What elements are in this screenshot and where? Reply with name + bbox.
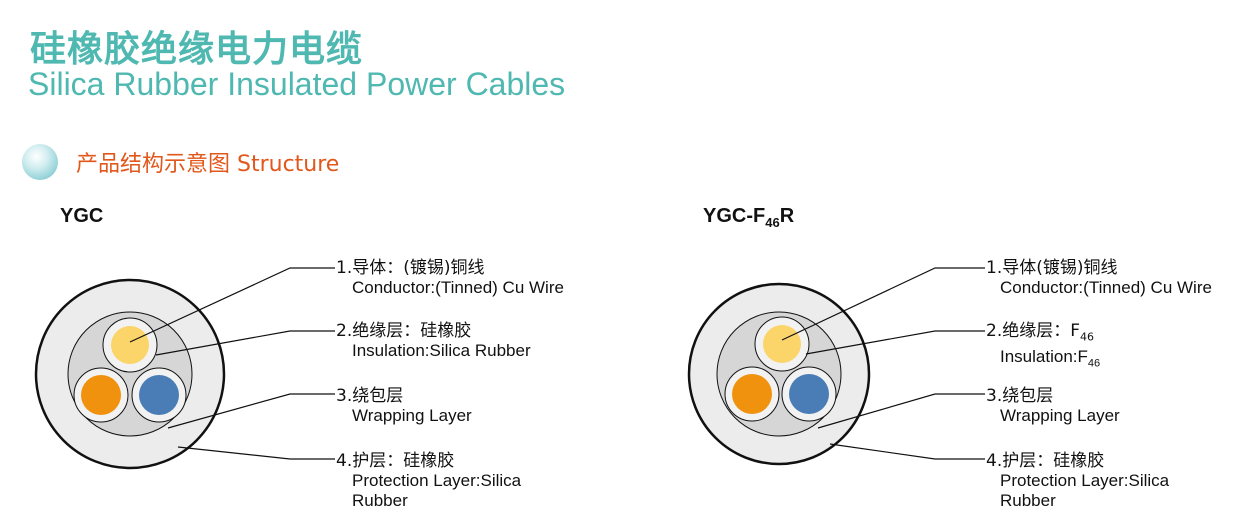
right-label-protection-en: Protection Layer:Silica — [1000, 471, 1170, 490]
right-leader-3 — [817, 393, 985, 429]
right-label-insulation: 2.绝缘层：F46 Insulation:F46 — [986, 321, 1100, 374]
right-leader-4 — [829, 443, 985, 460]
right-leader-2 — [805, 330, 985, 355]
right-label-wrapping-cn: 3.绕包层 — [986, 386, 1054, 406]
left-label-insulation: 2.绝缘层：硅橡胶 Insulation:Silica Rubber — [336, 321, 531, 361]
left-core-orange — [81, 375, 121, 415]
right-core-orange — [732, 374, 772, 414]
left-label-insulation-cn: 2.绝缘层：硅橡胶 — [336, 321, 472, 341]
left-leader-1 — [129, 267, 335, 343]
left-label-insulation-en: Insulation:Silica Rubber — [352, 341, 531, 360]
left-leader-2 — [155, 330, 335, 356]
right-label-protection-cn: 4.护层：硅橡胶 — [986, 451, 1105, 471]
left-label-protection: 4.护层：硅橡胶 Protection Layer:Silica Rubber — [336, 451, 521, 511]
left-label-conductor: 1.导体：(镀锡)铜线 Conductor:(Tinned) Cu Wire — [336, 258, 564, 298]
right-leader-1 — [781, 267, 985, 341]
right-label-insulation-cn: 2.绝缘层：F46 — [986, 321, 1094, 344]
left-core-blue — [139, 375, 179, 415]
model-ygc-f46r: YGC-F46R — [703, 205, 795, 230]
right-label-wrapping-en: Wrapping Layer — [1000, 406, 1120, 425]
right-label-wrapping: 3.绕包层 Wrapping Layer — [986, 386, 1120, 426]
right-core-yellow — [763, 325, 801, 363]
left-label-protection-en: Protection Layer:Silica — [352, 471, 522, 490]
right-core-blue — [789, 374, 829, 414]
left-leader-3 — [167, 393, 335, 429]
left-core-yellow — [111, 326, 149, 364]
right-label-conductor-cn: 1.导体(镀锡)铜线 — [986, 258, 1118, 278]
right-label-protection-en2: Rubber — [1000, 491, 1056, 510]
right-label-conductor: 1.导体(镀锡)铜线 Conductor:(Tinned) Cu Wire — [986, 258, 1212, 298]
left-label-wrapping-cn: 3.绕包层 — [336, 386, 404, 406]
right-label-conductor-en: Conductor:(Tinned) Cu Wire — [1000, 278, 1212, 297]
cable-cross-section-left — [34, 267, 335, 470]
left-label-conductor-cn: 1.导体：(镀锡)铜线 — [336, 258, 485, 278]
title-english: Silica Rubber Insulated Power Cables — [28, 66, 566, 102]
title-chinese: 硅橡胶绝缘电力电缆 — [30, 29, 364, 70]
left-label-protection-en2: Rubber — [352, 491, 408, 510]
model-ygc: YGC — [60, 205, 104, 227]
section-label: 产品结构示意图 Structure — [76, 152, 340, 177]
left-label-wrapping: 3.绕包层 Wrapping Layer — [336, 386, 472, 426]
left-label-protection-cn: 4.护层：硅橡胶 — [336, 451, 455, 471]
cable-cross-section-right — [687, 267, 985, 466]
left-label-conductor-en: Conductor:(Tinned) Cu Wire — [352, 278, 564, 297]
right-label-insulation-en: Insulation:F46 — [1000, 347, 1101, 370]
left-leader-4 — [177, 446, 335, 460]
section-header: 产品结构示意图 Structure — [22, 142, 339, 182]
left-label-wrapping-en: Wrapping Layer — [352, 406, 472, 425]
right-label-protection: 4.护层：硅橡胶 Protection Layer:Silica Rubber — [986, 451, 1169, 511]
bullet-circle-icon — [22, 144, 58, 180]
